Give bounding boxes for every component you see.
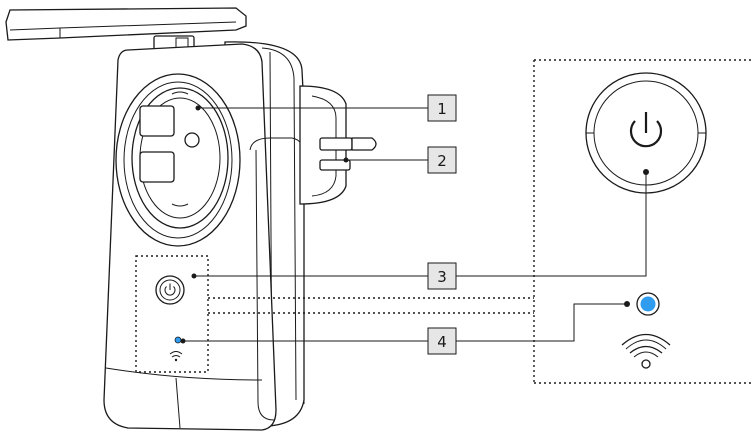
led-indicator-icon: [174, 336, 182, 344]
callout-1: 1: [427, 94, 457, 122]
callout-3: 3: [427, 262, 457, 290]
leader-lines: [180, 105, 647, 344]
wifi-icon: [621, 333, 671, 369]
callout-2: 2: [427, 146, 457, 174]
detail-frame: [208, 59, 754, 384]
enlarged-power-button: [585, 72, 707, 194]
callout-4: 4: [427, 327, 457, 355]
enlarged-status-indicators: [621, 292, 671, 369]
callout-3-number: 3: [437, 268, 447, 286]
control-panel: [135, 255, 209, 373]
callout-2-number: 2: [437, 152, 447, 170]
power-icon: [164, 283, 176, 296]
callout-1-number: 1: [437, 100, 447, 118]
hinged-lid: [5, 7, 247, 51]
callout-4-number: 4: [437, 333, 447, 351]
socket-outlet: [115, 73, 241, 247]
power-icon: [629, 112, 663, 148]
wifi-icon: [169, 351, 183, 362]
led-indicator-icon: [640, 296, 656, 312]
rear-plug: [299, 85, 377, 205]
